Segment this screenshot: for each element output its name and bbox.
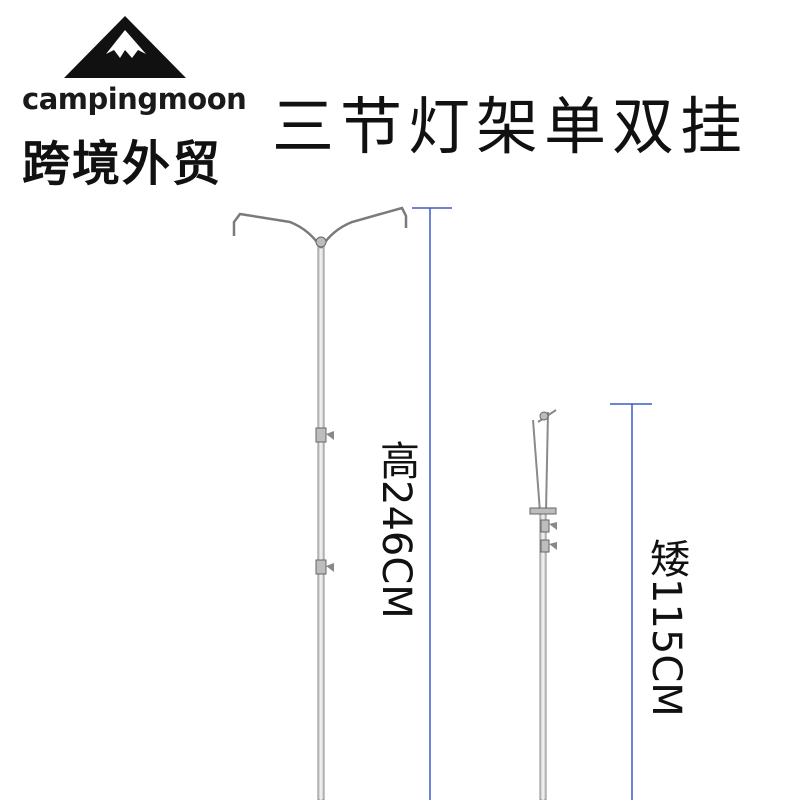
tall-stand-joint-lower — [315, 559, 334, 575]
tall-height-label: 高246CM — [373, 440, 419, 619]
tall-dimension-marker — [412, 207, 452, 800]
tall-stand-joint-upper — [315, 427, 334, 443]
brand-name: campingmoon — [22, 82, 247, 116]
short-height-label: 矮115CM — [643, 538, 689, 717]
short-dimension-marker — [610, 403, 652, 800]
brand-tagline: 跨境外贸 — [22, 136, 223, 192]
short-lamp-stand — [529, 409, 557, 800]
tall-lamp-stand — [232, 206, 408, 800]
mountain-logo-icon — [64, 16, 186, 78]
product-title: 三节灯架单双挂 — [272, 90, 749, 163]
